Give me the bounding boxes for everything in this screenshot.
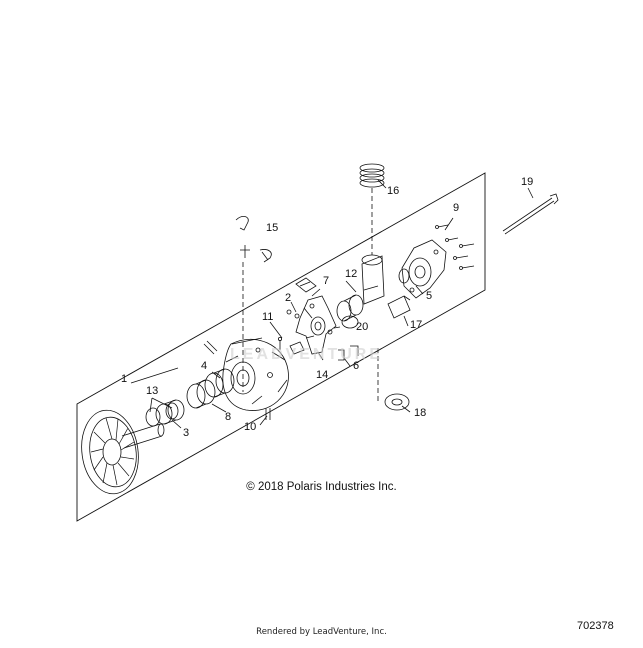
bolt-11: [277, 336, 282, 350]
callout-19[interactable]: 19: [521, 176, 534, 188]
callout-6[interactable]: 6: [353, 360, 360, 372]
fixed-sheave: [81, 409, 165, 495]
watermark: LEADVENTURE: [230, 346, 384, 363]
callout-12[interactable]: 12: [345, 268, 358, 280]
callout-9[interactable]: 9: [453, 202, 460, 214]
callout-2[interactable]: 2: [285, 292, 292, 304]
bolts-9: [435, 224, 475, 270]
callout-8[interactable]: 8: [225, 411, 232, 423]
bushing-3: [155, 399, 185, 425]
washer-18: [384, 393, 410, 411]
pin-part: [203, 340, 218, 355]
ring-13a: [145, 407, 161, 427]
clip-14: [289, 335, 315, 355]
spring-16: [359, 163, 385, 188]
callout-1[interactable]: 1: [121, 373, 128, 385]
washer-2: [286, 309, 300, 319]
callout-5[interactable]: 5: [426, 290, 433, 302]
callout-13[interactable]: 13: [146, 385, 159, 397]
spider-20: [295, 295, 337, 355]
callout-18[interactable]: 18: [414, 407, 427, 419]
pin-10: [265, 408, 271, 420]
clip-15: [235, 216, 272, 263]
bushing-4: [204, 368, 235, 398]
callout-7[interactable]: 7: [323, 275, 330, 287]
diagram-number: 702378: [577, 620, 614, 632]
bolt-19: [502, 193, 559, 235]
copyright-notice: © 2018 Polaris Industries Inc.: [246, 481, 397, 493]
callout-14[interactable]: 14: [316, 369, 329, 381]
callout-4[interactable]: 4: [201, 360, 208, 372]
buttons-17: [387, 295, 411, 319]
bracket-7: [295, 277, 317, 293]
assembly-boundary: [76, 172, 486, 522]
cover-plate-5: [398, 239, 447, 299]
callout-15[interactable]: 15: [266, 222, 279, 234]
rendered-by-credit: Rendered by LeadVenture, Inc.: [256, 627, 387, 637]
callout-11[interactable]: 11: [262, 311, 274, 323]
callout-10[interactable]: 10: [244, 421, 257, 433]
bracket-6: [338, 345, 359, 361]
roller-12: [336, 294, 364, 329]
moveable-sheave: [222, 337, 289, 411]
callout-17[interactable]: 17: [410, 319, 423, 331]
cover-tube: [361, 254, 385, 305]
callout-20[interactable]: 20: [356, 321, 369, 333]
callout-16[interactable]: 16: [387, 185, 400, 197]
callout-3[interactable]: 3: [183, 427, 190, 439]
bushing-8: [186, 379, 216, 409]
